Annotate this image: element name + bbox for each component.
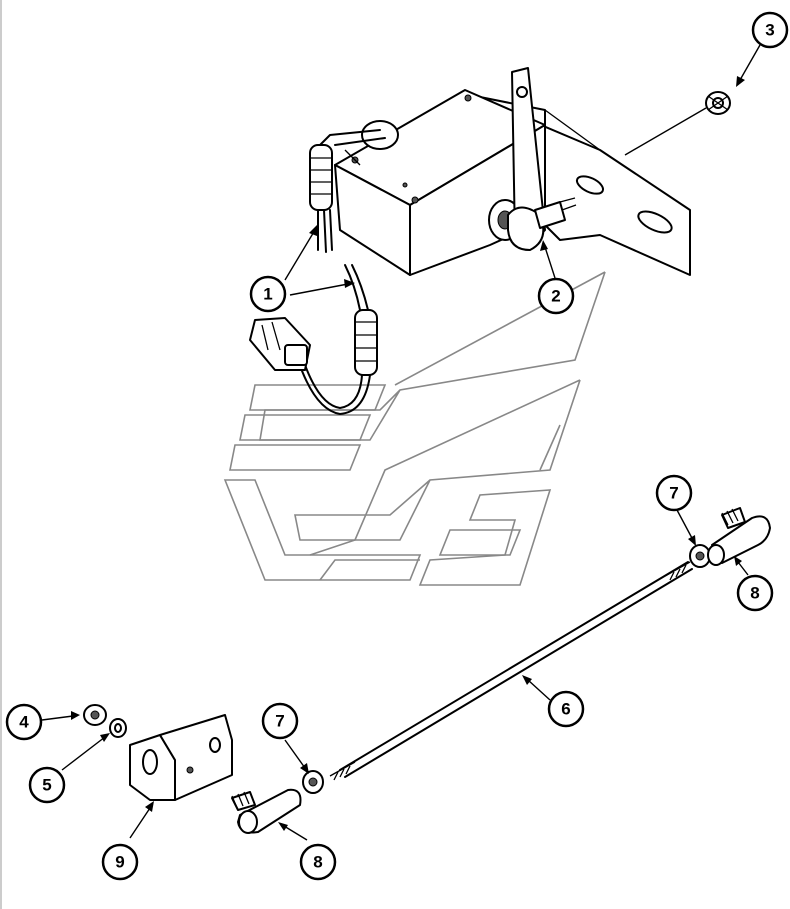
svg-text:8: 8 xyxy=(313,853,322,872)
lock-nut-3 xyxy=(705,91,731,115)
ball-joint-8-upper xyxy=(707,507,771,566)
nut-4 xyxy=(83,704,107,726)
callout-3: 3 xyxy=(751,11,789,49)
svg-text:4: 4 xyxy=(19,713,29,732)
svg-text:5: 5 xyxy=(42,776,51,795)
svg-text:7: 7 xyxy=(669,484,678,503)
callout-8-lower: 8 xyxy=(299,843,337,881)
svg-text:2: 2 xyxy=(551,287,560,306)
leader-lines xyxy=(41,44,761,841)
callout-6: 6 xyxy=(547,690,585,728)
callout-7-upper: 7 xyxy=(655,474,693,512)
svg-text:9: 9 xyxy=(115,853,124,872)
callout-8-upper: 8 xyxy=(736,574,774,612)
callout-4: 4 xyxy=(5,703,43,741)
callout-2: 2 xyxy=(537,277,575,315)
centerline-3 xyxy=(624,107,707,156)
svg-text:6: 6 xyxy=(561,700,570,719)
svg-text:3: 3 xyxy=(765,21,774,40)
bracket-9 xyxy=(129,714,233,801)
ball-joint-8-lower xyxy=(231,788,302,834)
callout-9: 9 xyxy=(101,843,139,881)
washer-5 xyxy=(109,718,127,738)
svg-text:8: 8 xyxy=(750,584,759,603)
callout-1: 1 xyxy=(249,275,287,313)
jam-nut-7-lower xyxy=(302,770,324,794)
link-rod-6 xyxy=(329,561,693,781)
solenoid-assembly xyxy=(249,67,691,415)
jam-nut-7-upper xyxy=(689,544,711,568)
callout-7-lower: 7 xyxy=(261,702,299,740)
svg-text:7: 7 xyxy=(275,712,284,731)
svg-text:1: 1 xyxy=(263,285,272,304)
callout-5: 5 xyxy=(28,766,66,804)
